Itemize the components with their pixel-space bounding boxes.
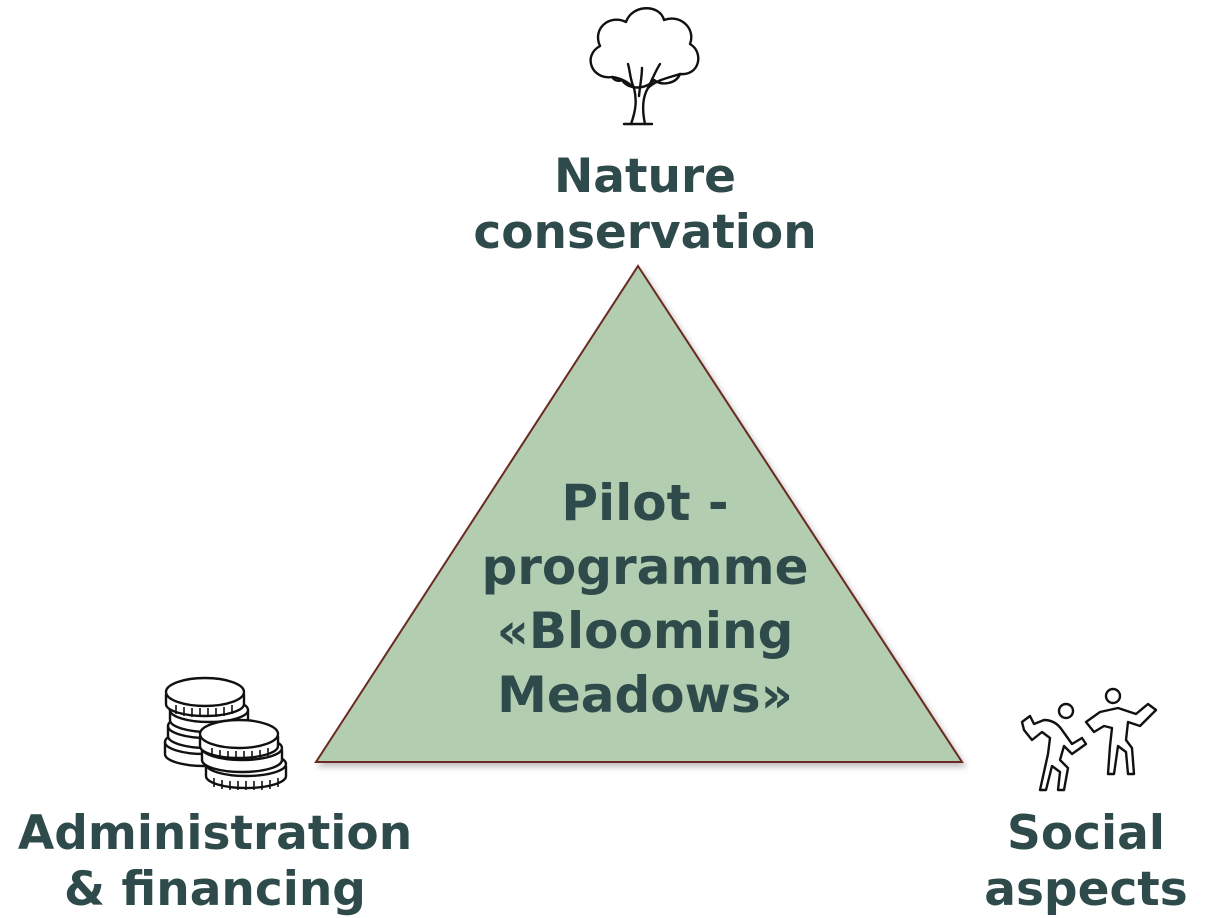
pilot-programme-label: Pilot - programme «Blooming Meadows»	[420, 471, 870, 727]
nature-conservation-line1: Nature	[553, 149, 737, 204]
social-aspects-line1: Social	[1007, 806, 1165, 861]
coins-icon	[163, 676, 288, 790]
pilot-triangle	[314, 264, 964, 763]
pilot-programme-line3: «Blooming	[496, 602, 794, 660]
social-aspects-label: Social aspects	[966, 806, 1206, 918]
pilot-programme-line4: Meadows»	[497, 666, 793, 724]
people-dancing-icon	[1020, 687, 1158, 792]
nature-conservation-label: Nature conservation	[445, 149, 845, 261]
tree-icon	[589, 7, 700, 126]
administration-financing-line2: & financing	[64, 862, 366, 917]
pilot-programme-line1: Pilot -	[561, 474, 729, 532]
administration-financing-label: Administration & financing	[0, 806, 430, 918]
nature-conservation-line2: conservation	[473, 205, 817, 260]
social-aspects-line2: aspects	[984, 862, 1188, 917]
administration-financing-line1: Administration	[17, 806, 413, 861]
pilot-programme-line2: programme	[481, 538, 809, 596]
